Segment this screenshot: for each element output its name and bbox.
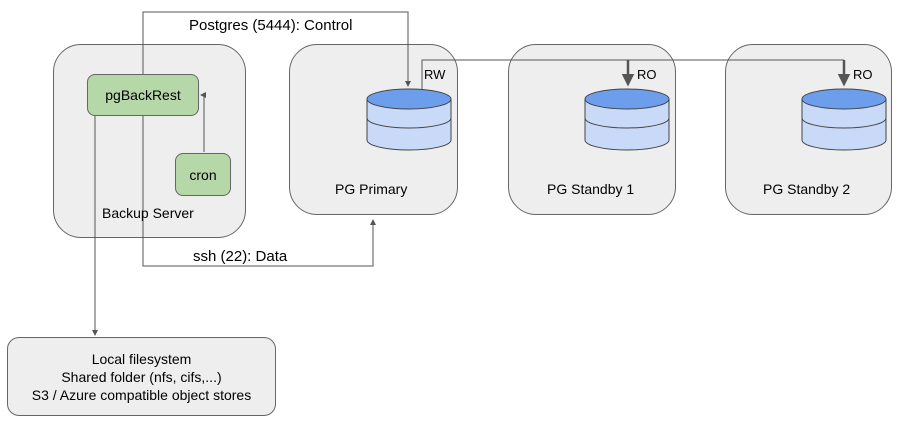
storage-line-local: Local filesystem xyxy=(91,350,192,367)
data-connection-label: ssh (22): Data xyxy=(193,248,288,265)
pgbackrest-label: pgBackRest xyxy=(105,87,181,103)
cron-connection xyxy=(200,92,206,152)
standby2-access-label: RO xyxy=(853,67,873,82)
pgbackrest-component: pgBackRest xyxy=(87,74,199,116)
pg-standby2-label: PG Standby 2 xyxy=(763,181,851,197)
primary-database-icon xyxy=(366,88,452,151)
standby1-access-label: RO xyxy=(637,67,657,82)
control-connection xyxy=(142,11,411,87)
pg-primary-label: PG Primary xyxy=(335,181,408,197)
storage-line-object: S3 / Azure compatible object stores xyxy=(31,386,252,403)
primary-access-label: RW xyxy=(424,67,446,82)
storage-line-shared: Shared folder (nfs, cifs,...) xyxy=(61,368,222,385)
storage-box: Local filesystem Shared folder (nfs, cif… xyxy=(7,337,276,416)
standby2-database-icon xyxy=(801,88,887,151)
cron-label: cron xyxy=(189,166,217,183)
standby1-database-icon xyxy=(584,88,670,151)
data-connection xyxy=(142,115,376,267)
cron-component: cron xyxy=(175,153,231,196)
control-connection-label: Postgres (5444): Control xyxy=(189,17,353,34)
pg-standby1-label: PG Standby 1 xyxy=(547,181,635,197)
replication-connection xyxy=(421,59,844,89)
backup-server-label: Backup Server xyxy=(102,205,194,221)
